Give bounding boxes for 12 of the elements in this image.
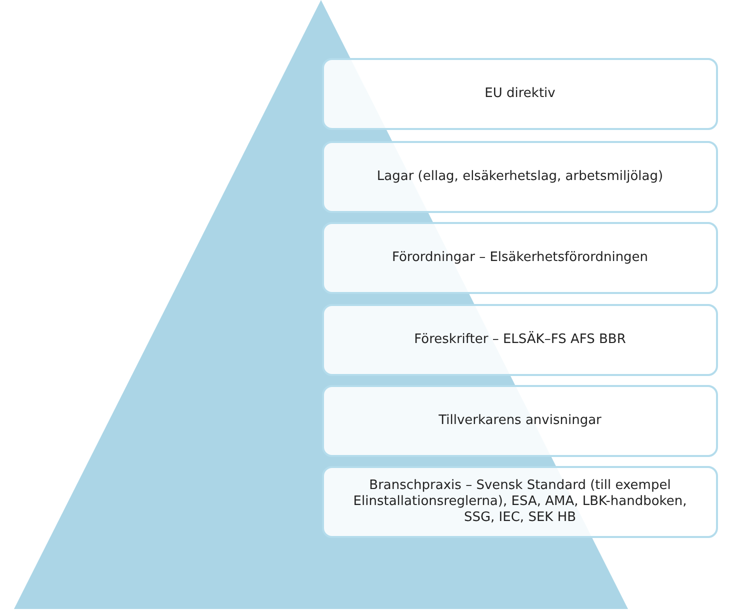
level-box (322, 141, 718, 213)
level-box (322, 385, 718, 457)
level-box (322, 304, 718, 376)
level-label: Lagar (ellag, elsäkerhetslag, arbetsmiljölag) (376, 169, 664, 185)
level-box (322, 222, 718, 294)
level-label: Föreskrifter – ELSÄK–FS AFS BBR (414, 332, 626, 348)
level-box (322, 466, 718, 538)
level-label: Tillverkarens anvisningar (438, 413, 602, 429)
level-label: Förordningar – Elsäkerhetsförordningen (392, 250, 648, 266)
level-box (322, 58, 718, 130)
level-label: EU direktiv (484, 86, 556, 102)
level-label: Branschpraxis – Svensk Standard (till exempel Elinstallationsreglerna), ESA, AMA, LBK-handboken, SSG, IEC, SEK HB (352, 478, 688, 526)
